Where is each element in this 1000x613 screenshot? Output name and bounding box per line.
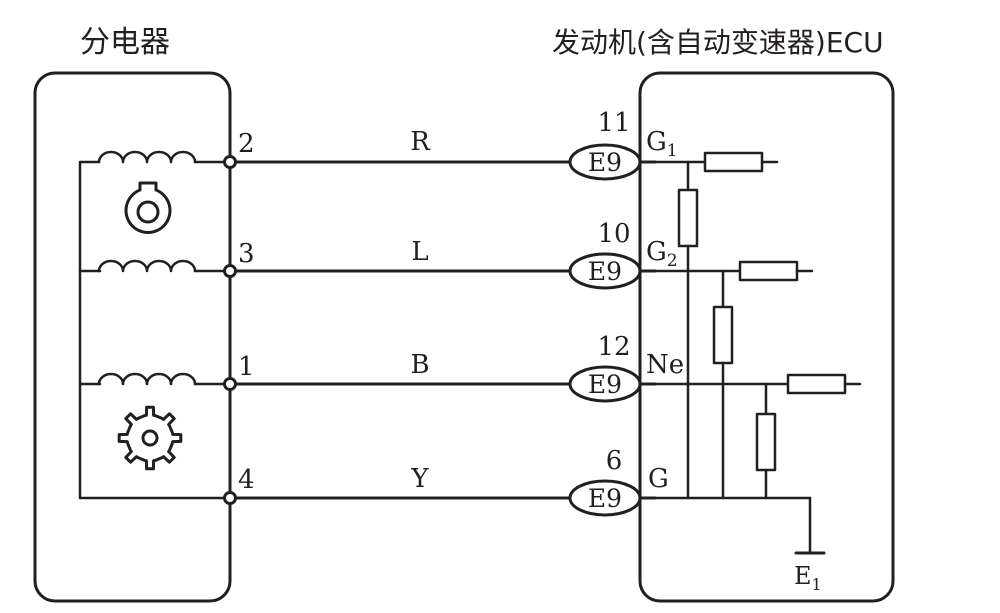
connector-label: E9	[588, 370, 622, 399]
ecu-pin-number: 11	[597, 108, 630, 138]
connector-e9	[568, 252, 642, 290]
distributor-pin-label: 1	[238, 352, 255, 382]
ecu-pin-number: 6	[606, 446, 623, 476]
distributor-box	[33, 71, 232, 603]
pin-circle	[223, 377, 237, 391]
g-rotor-icon	[124, 181, 172, 234]
ecu-pin-number: 10	[597, 219, 630, 249]
connector-e9	[568, 143, 642, 181]
distributor-pin-label: 3	[238, 239, 255, 269]
ecu-box	[638, 71, 895, 603]
distributor-pin-label: 4	[238, 465, 255, 495]
wire-color-label: R	[410, 127, 431, 157]
wire-color-label: Y	[410, 464, 429, 494]
wire-color-label: B	[410, 350, 429, 380]
pin-circle	[223, 155, 237, 169]
pin-circle	[223, 264, 237, 278]
ecu-pin-number: 12	[597, 332, 630, 362]
distributor-pin-label: 2	[238, 129, 255, 159]
distributor-common-line	[78, 160, 232, 500]
coil-g2	[97, 259, 232, 273]
coil-g1	[97, 150, 232, 164]
ecu-terminal-name: G2	[646, 237, 678, 271]
coil-ne	[97, 372, 232, 386]
wire-color-label: L	[411, 237, 428, 267]
connector-e9	[568, 365, 642, 403]
ecu-title: 发动机(含自动变速器)ECU	[552, 26, 884, 59]
connector-e9	[568, 479, 642, 517]
connector-label: E9	[588, 148, 622, 177]
distributor-title: 分电器	[80, 25, 170, 60]
pin-circle	[223, 491, 237, 505]
ground-label: E1	[794, 562, 822, 594]
ecu-terminal-name: G1	[646, 127, 678, 161]
ecu-terminal-name: G	[648, 464, 669, 494]
ecu-terminal-name: Ne	[646, 350, 684, 380]
ne-gear-icon	[117, 405, 183, 471]
connector-label: E9	[588, 484, 622, 513]
ecu-internal-circuit	[653, 151, 862, 555]
connector-label: E9	[588, 257, 622, 286]
